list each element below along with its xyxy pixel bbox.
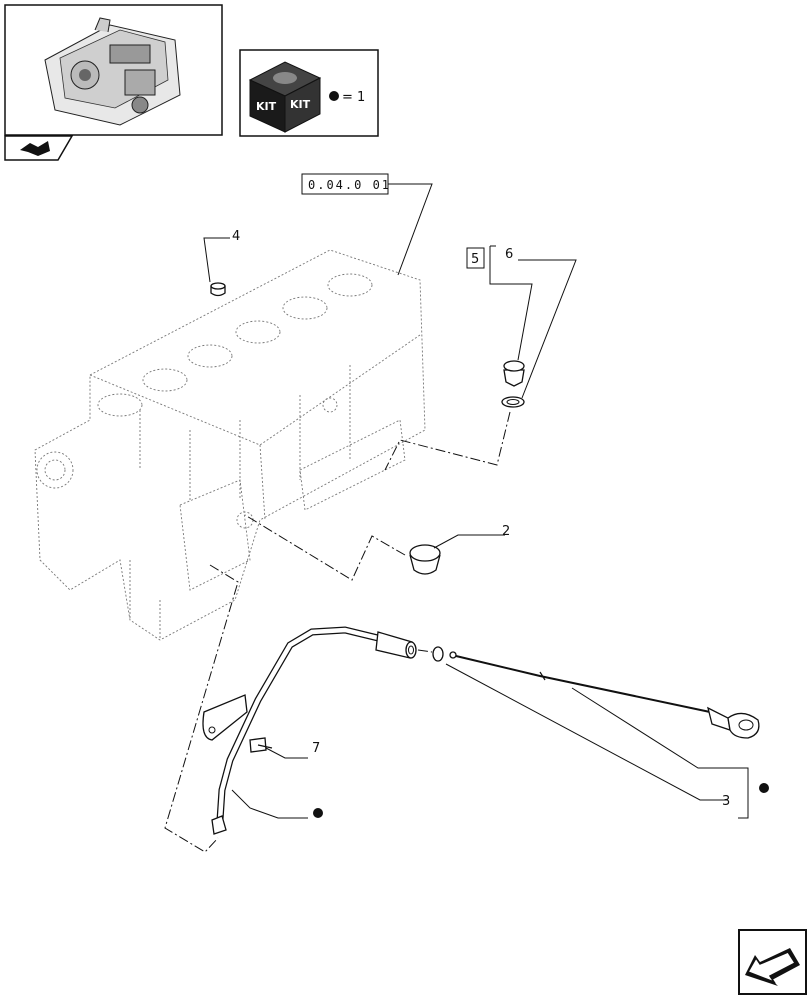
assembly-line-tube: [164, 564, 239, 853]
leader-6: [518, 259, 577, 399]
kit-word-right: KIT: [290, 98, 311, 111]
assembly-line-cup: [244, 514, 406, 581]
callout-5: 5: [471, 252, 479, 267]
leader-2: [433, 534, 505, 549]
o-ring[interactable]: [432, 646, 444, 662]
kit-bullet-icon: [313, 808, 323, 818]
leader-4: [203, 237, 230, 283]
leader-3: [445, 663, 728, 801]
kit-box-icon: KIT KIT: [248, 61, 322, 133]
reference-box[interactable]: 0.04.0 01: [301, 173, 391, 195]
callout-6: 6: [505, 247, 513, 262]
leader-5: [489, 246, 533, 361]
engine-block-outline: [34, 249, 426, 641]
reference-label: 0.04.0 01: [308, 178, 391, 192]
dipstick[interactable]: [449, 651, 760, 739]
kit-legend: KIT KIT = 1: [239, 49, 379, 137]
callout-2: 2: [502, 524, 510, 539]
part-5-plug[interactable]: [503, 360, 525, 387]
next-page-button[interactable]: [738, 929, 807, 995]
part-6-seal-ring[interactable]: [501, 396, 525, 408]
callout-5-box: 5: [466, 247, 485, 269]
next-page-arrow-icon: [745, 948, 800, 986]
kit-bullet-icon: [759, 783, 769, 793]
part-2-cup-plug[interactable]: [409, 544, 441, 575]
callout-3: 3: [722, 794, 730, 809]
engine-thumbnail[interactable]: [4, 4, 223, 136]
engine-thumbnail-icon: [44, 17, 181, 126]
leader-7: [265, 747, 308, 759]
callout-4: 4: [232, 229, 240, 244]
leader-dipstick: [571, 687, 738, 769]
leader-tube-kit: [231, 789, 308, 819]
bracket-3: [738, 767, 749, 819]
assembly-line-plug: [384, 411, 511, 471]
callout-7: 7: [312, 741, 320, 756]
kit-bullet-icon: [329, 91, 339, 101]
part-7-bolt[interactable]: [249, 737, 273, 753]
section-tab[interactable]: [4, 135, 74, 161]
reference-leader: [388, 183, 433, 276]
kit-word-left: KIT: [256, 100, 277, 113]
dipstick-tube[interactable]: [202, 626, 417, 835]
section-tab-icon: [20, 141, 50, 156]
kit-equals-label: = 1: [342, 90, 365, 105]
part-4-plug[interactable]: [210, 282, 226, 297]
